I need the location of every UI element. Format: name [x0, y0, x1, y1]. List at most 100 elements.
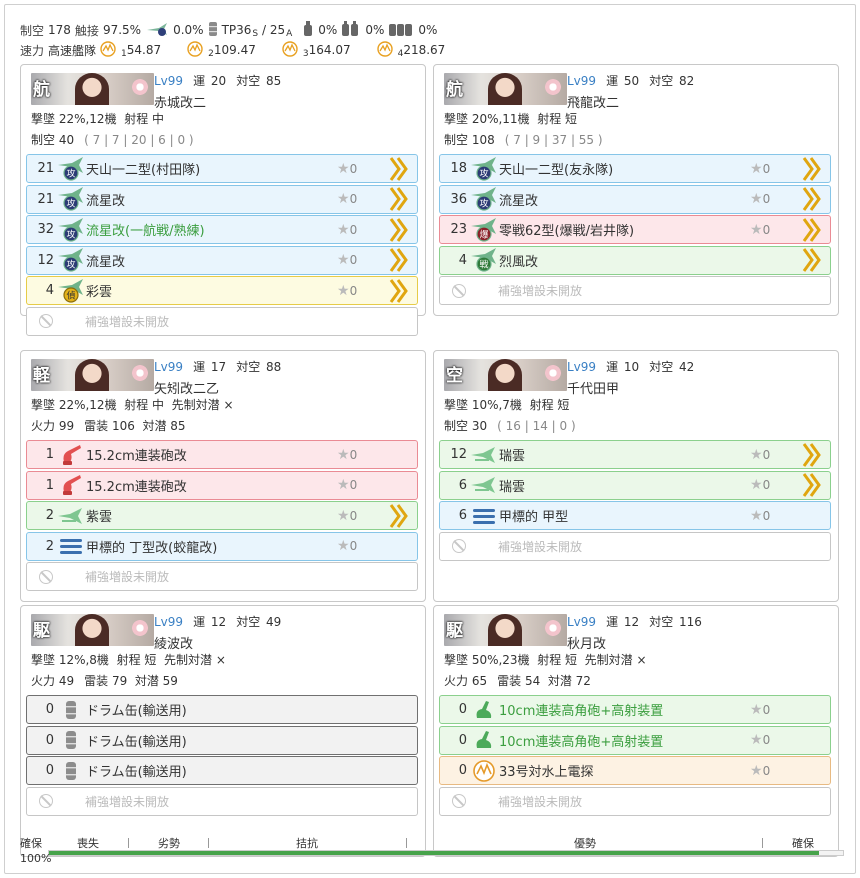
improvement-star[interactable]: ★0	[750, 763, 792, 779]
gauge-labels: 確保 喪失 劣勢 拮抗 優勢 確保	[20, 834, 846, 852]
improvement-star[interactable]: ★0	[750, 447, 792, 463]
improvement-star[interactable]: ★0	[750, 508, 792, 524]
proficiency-chevron-icon[interactable]	[379, 726, 417, 754]
proficiency-chevron-icon[interactable]	[379, 757, 417, 785]
improvement-star[interactable]: ★0	[750, 222, 792, 238]
proficiency-chevron-icon[interactable]	[379, 532, 417, 560]
proficiency-chevron-icon[interactable]	[792, 185, 830, 213]
ship-type-kanji: 駆	[33, 621, 50, 641]
star-icon: ★	[750, 160, 763, 177]
los-2-sub: 2	[208, 49, 214, 59]
bottle-value: 0%	[318, 23, 338, 37]
improvement-star[interactable]: ★0	[750, 732, 792, 748]
improvement-star[interactable]: ★0	[337, 508, 379, 524]
detail-extra: ( 7 | 9 | 37 | 55 )	[504, 133, 603, 147]
improvement-star[interactable]: ★0	[337, 222, 379, 238]
proficiency-chevron-icon[interactable]	[792, 216, 830, 244]
proficiency-chevron-icon[interactable]	[379, 441, 417, 469]
improvement-star[interactable]: ★0	[337, 447, 379, 463]
ship-banner[interactable]: 軽	[31, 359, 154, 391]
proficiency-chevron-icon[interactable]	[792, 757, 830, 785]
ship-banner[interactable]: 航	[444, 73, 567, 105]
proficiency-chevron-icon[interactable]	[792, 441, 830, 469]
speed-label: 速力	[20, 43, 45, 58]
ship-banner[interactable]: 航	[31, 73, 154, 105]
improvement-star[interactable]: ★0	[750, 191, 792, 207]
improvement-star[interactable]: ★0	[337, 191, 379, 207]
ship-banner[interactable]: 駆	[444, 614, 567, 646]
ship-name[interactable]: 綾波改	[154, 637, 194, 652]
los-1-sub: 1	[121, 49, 127, 59]
proficiency-chevron-icon[interactable]	[379, 155, 417, 183]
improvement-star[interactable]: ★0	[337, 161, 379, 177]
gauge-tick	[208, 838, 209, 848]
ship-name[interactable]: 飛龍改二	[567, 96, 620, 111]
proficiency-chevron-icon[interactable]	[792, 246, 830, 274]
triple-drum-value: 0%	[418, 23, 438, 37]
ship-detail-line-1: 撃墜 22%,12機 射程 中	[31, 112, 165, 126]
proficiency-chevron-icon[interactable]	[792, 696, 830, 724]
ship-banner[interactable]: 駆	[31, 614, 154, 646]
ship-name[interactable]: 赤城改二	[154, 96, 207, 111]
aa-value: 116	[679, 615, 702, 629]
aa-gun-icon	[469, 726, 499, 754]
improvement-star[interactable]: ★0	[337, 477, 379, 493]
transport-drum-icon	[208, 21, 218, 40]
proficiency-chevron-icon[interactable]	[379, 502, 417, 530]
slot-count: 0	[45, 702, 54, 717]
improvement-star[interactable]: ★0	[337, 252, 379, 268]
star-icon: ★	[750, 507, 763, 524]
detail-label: 制空	[31, 133, 56, 147]
ship-name[interactable]: 秋月改	[567, 637, 607, 652]
reinforcement-slot: 補強増設未開放	[26, 562, 418, 591]
detail-value: 40	[58, 133, 75, 147]
ship-name[interactable]: 矢矧改二乙	[154, 382, 220, 397]
slot-count: 0	[458, 763, 467, 778]
ship-name[interactable]: 千代田甲	[567, 382, 620, 397]
proficiency-chevron-icon[interactable]	[379, 696, 417, 724]
improvement-star[interactable]: ★0	[337, 283, 379, 299]
proficiency-chevron-icon[interactable]	[379, 277, 417, 305]
improvement-star[interactable]: ★0	[750, 477, 792, 493]
svg-text:攻: 攻	[66, 228, 75, 240]
improvement-star[interactable]: ★0	[750, 161, 792, 177]
improvement-star[interactable]: ★0	[750, 702, 792, 718]
improvement-level: 0	[762, 222, 771, 237]
proficiency-chevron-icon[interactable]	[379, 185, 417, 213]
proficiency-chevron-icon[interactable]	[792, 155, 830, 183]
proficiency-chevron-icon[interactable]	[792, 502, 830, 530]
svg-text:攻: 攻	[66, 259, 75, 271]
ship-banner[interactable]: 空	[444, 359, 567, 391]
proficiency-chevron-icon[interactable]	[792, 471, 830, 499]
proficiency-chevron-icon[interactable]	[379, 471, 417, 499]
proficiency-chevron-icon[interactable]	[792, 726, 830, 754]
improvement-level: 0	[762, 192, 771, 206]
improvement-star[interactable]: ★0	[337, 538, 379, 554]
proficiency-chevron-icon[interactable]	[379, 246, 417, 274]
ship-portrait	[488, 614, 522, 646]
gauge-bar	[48, 850, 844, 856]
proficiency-chevron-icon[interactable]	[379, 216, 417, 244]
